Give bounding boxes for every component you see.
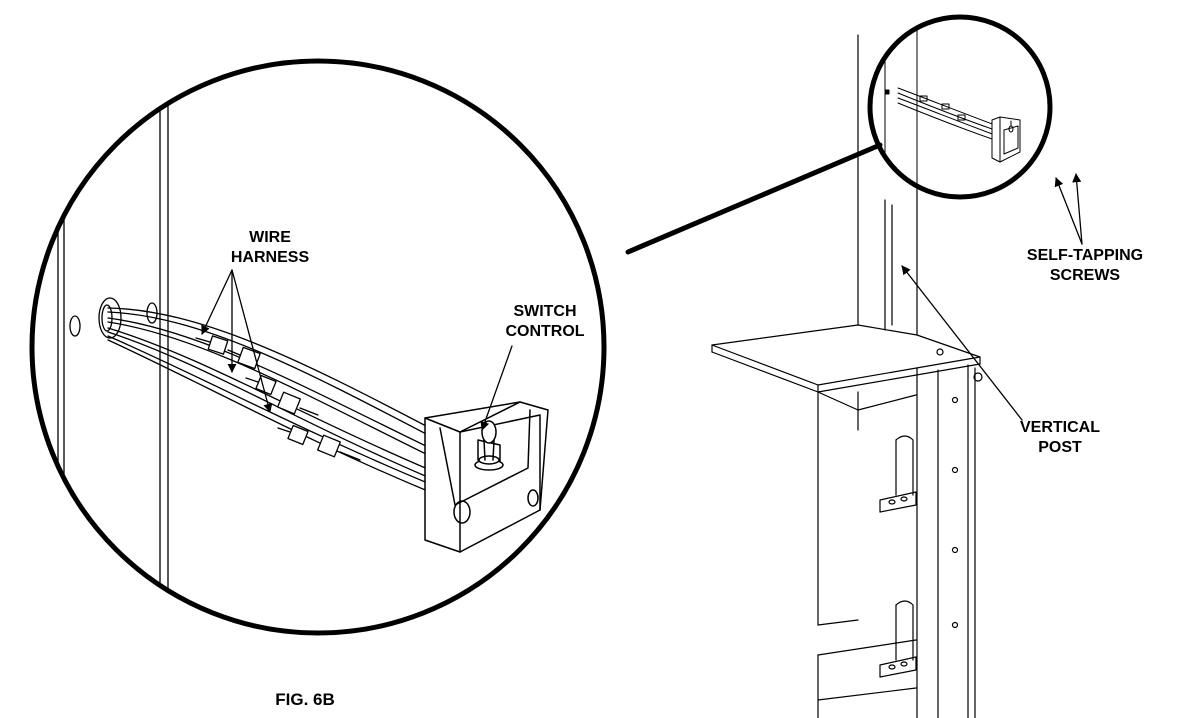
figure-caption: FIG. 6B <box>275 690 335 709</box>
vertical-post-arrow <box>901 265 1023 421</box>
detail-connector-line <box>625 142 883 255</box>
wire-harness-label-line1: WIRE <box>249 229 291 246</box>
self-tapping-screws-label-line2: SCREWS <box>1049 267 1121 284</box>
self-tapping-screws-label-line1: SELF-TAPPING <box>1026 247 1144 264</box>
switch-control-label-line2: CONTROL <box>505 323 585 340</box>
self-tapping-screws-label: SELF-TAPPING SCREWS <box>1000 246 1170 286</box>
vertical-post-label-line2: POST <box>1038 439 1082 456</box>
wire-harness-label: WIRE HARNESS <box>215 228 325 268</box>
switch-control-label: SWITCH CONTROL <box>495 302 595 342</box>
self-tapping-screws-arrows <box>1054 173 1083 245</box>
wire-harness-label-line2: HARNESS <box>230 249 310 266</box>
switch-control-label-line1: SWITCH <box>513 303 577 320</box>
vertical-post-structure <box>711 34 983 718</box>
vertical-post-label: VERTICAL POST <box>1005 418 1115 458</box>
detail-circle-large <box>29 58 607 636</box>
vertical-post-label-line1: VERTICAL <box>1020 419 1100 436</box>
detail-circle-small <box>867 14 1053 200</box>
wire-harness-arrows <box>201 269 273 413</box>
switch-control-arrow <box>480 345 513 431</box>
